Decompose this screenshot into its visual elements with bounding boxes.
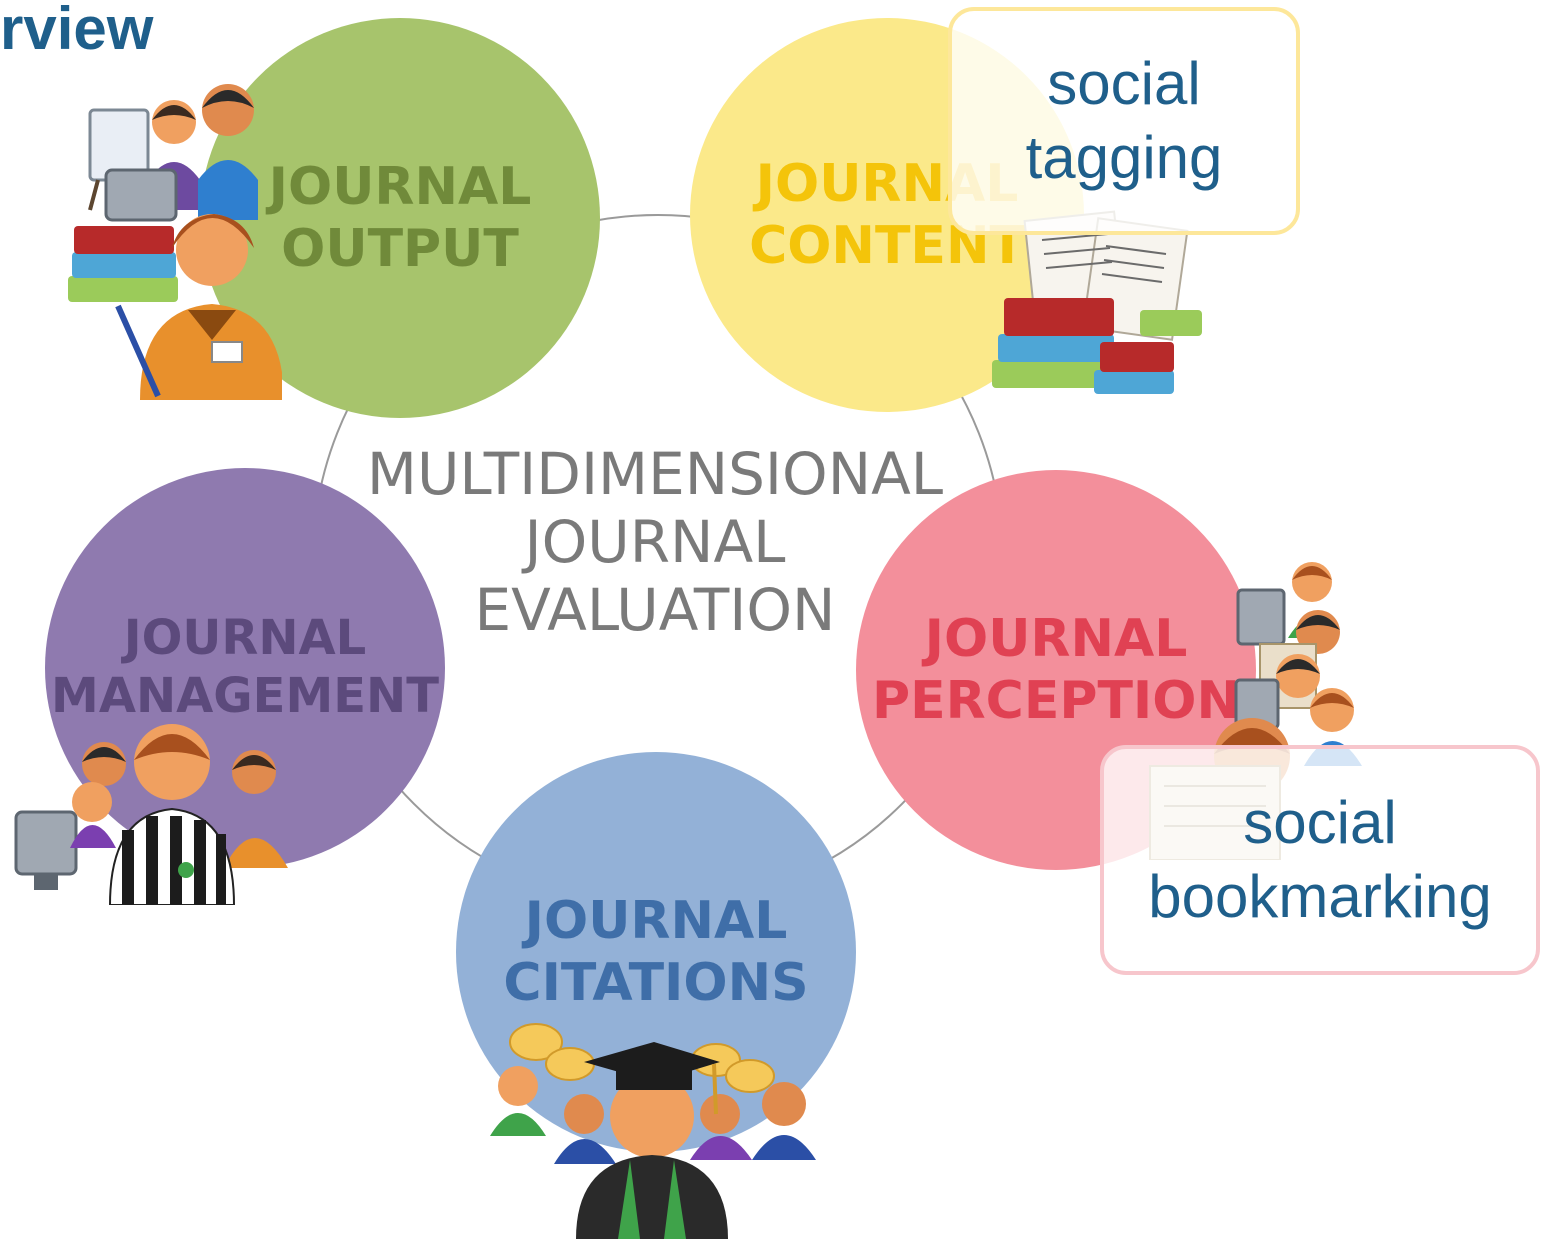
teachers-icon: [68, 84, 282, 400]
books-documents-icon: [992, 210, 1202, 394]
node-output-line1: JOURNAL: [268, 156, 532, 217]
callout-social-tagging: social tagging: [948, 7, 1300, 235]
center-label-line1: MULTIDIMENSIONAL: [366, 440, 944, 508]
node-management-line2: MANAGEMENT: [51, 668, 439, 724]
center-label-line2: JOURNAL: [524, 508, 786, 576]
graduate-group-icon: [490, 1023, 816, 1239]
callout-bookmarking-line2: bookmarking: [1148, 863, 1492, 930]
node-output-line2: OUTPUT: [281, 219, 519, 279]
center-label: MULTIDIMENSIONAL JOURNAL EVALUATION: [330, 440, 980, 644]
callout-tagging-line2: tagging: [1025, 124, 1223, 191]
callout-tagging-line1: social: [1047, 50, 1201, 117]
node-perception-line2: PERCEPTION: [871, 671, 1240, 731]
center-label-line3: EVALUATION: [474, 576, 836, 644]
referee-team-icon: [14, 724, 288, 905]
node-citations-line2: CITATIONS: [503, 953, 809, 1013]
node-perception-line1: JOURNAL: [924, 608, 1188, 669]
slide-title: rview: [0, 0, 154, 62]
node-management-line1: JOURNAL: [123, 610, 367, 667]
callout-social-bookmarking: social bookmarking: [1100, 745, 1540, 975]
callout-bookmarking-line1: social: [1243, 789, 1397, 856]
node-citations-line1: JOURNAL: [524, 890, 788, 951]
